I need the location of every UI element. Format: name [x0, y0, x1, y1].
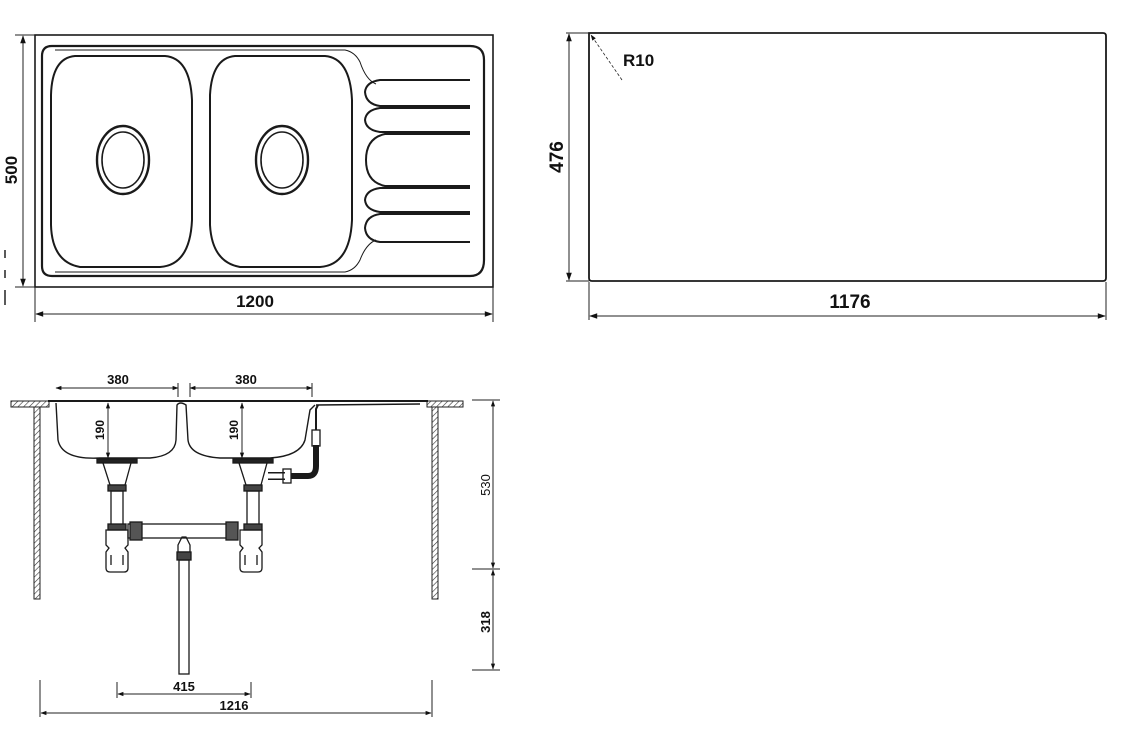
drainer-edge — [55, 49, 377, 273]
radius-leader — [590, 34, 623, 81]
overflow-hose — [268, 404, 321, 484]
drain-right-inner — [260, 131, 304, 189]
bowls-section — [55, 402, 316, 459]
lower-height-label: 318 — [478, 611, 493, 633]
drain-right-outer — [254, 124, 310, 196]
drain-assembly-left — [96, 458, 138, 573]
bowl-right — [209, 55, 353, 268]
cabinet-width-label: 1216 — [220, 698, 249, 713]
cabinet-wall-left — [33, 406, 41, 600]
upper-height-label: 530 — [478, 474, 493, 496]
bowl-left — [50, 55, 193, 268]
corner-radius-label: R10 — [623, 51, 654, 70]
bowl1-depth-label: 190 — [93, 420, 107, 440]
drainer-grooves — [363, 79, 470, 243]
cutout-height-label: 476 — [547, 141, 568, 173]
cabinet-wall-right — [431, 406, 439, 600]
drain-spacing-label: 415 — [173, 679, 195, 694]
sink-outer-rim — [34, 34, 494, 288]
drain-assembly-right — [232, 458, 274, 573]
cutout-width-label: 1176 — [829, 292, 870, 313]
cutout-view: R10 1176 476 — [547, 32, 1107, 320]
drain-left-inner — [101, 131, 145, 189]
sink-inner-frame — [40, 44, 486, 278]
countertop-right — [426, 400, 464, 408]
crossover-pipe — [127, 521, 239, 541]
bowl2-width-label: 380 — [235, 372, 257, 387]
top-width-label: 1200 — [236, 292, 274, 311]
countertop-left — [10, 400, 50, 408]
outlet-pipe — [176, 536, 192, 675]
top-height-label: 500 — [2, 156, 21, 184]
side-view: 380 380 190 190 530 318 415 1216 — [10, 372, 500, 717]
bowl1-width-label: 380 — [107, 372, 129, 387]
drain-left-outer — [95, 124, 151, 196]
cutout-rectangle — [588, 32, 1107, 282]
top-view-dimensions: 1200 500 — [2, 34, 494, 322]
bowl2-depth-label: 190 — [227, 420, 241, 440]
top-view-sink — [34, 34, 494, 288]
